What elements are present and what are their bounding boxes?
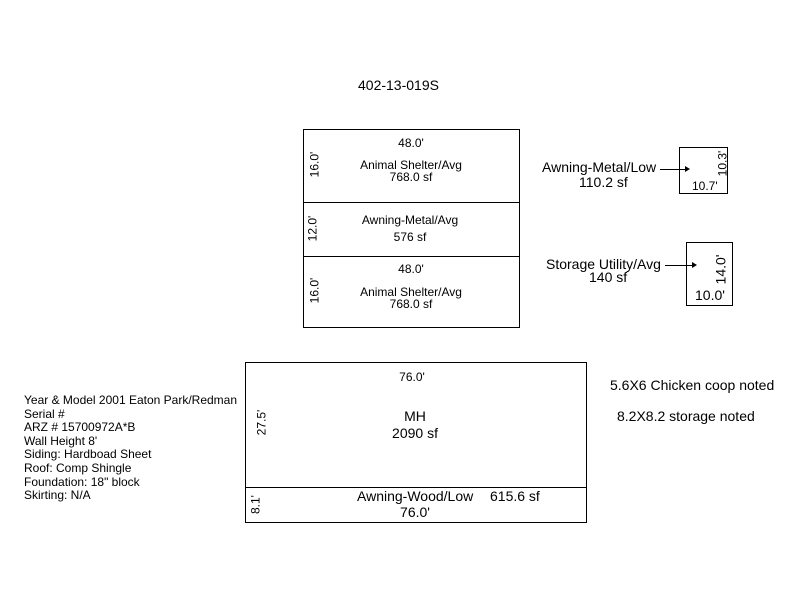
storage-utility-outline xyxy=(686,242,733,306)
awning-wood-width: 76.0' xyxy=(400,504,430,520)
animal-shelter-top-width: 48.0' xyxy=(398,136,424,150)
awning-low-width: 10.7' xyxy=(692,179,718,193)
mh-depth: 27.5' xyxy=(254,409,269,436)
detail-serial: Serial # xyxy=(24,406,65,421)
awning-low-arrow-head xyxy=(685,166,690,172)
awning-low-label: Awning-Metal/Low xyxy=(542,159,657,175)
awning-low-outline xyxy=(679,147,728,194)
animal-shelter-bottom-outline xyxy=(303,256,520,328)
awning-low-depth: 10.3' xyxy=(715,150,730,177)
detail-siding: Siding: Hardboad Sheet xyxy=(24,447,152,462)
animal-shelter-top-area: 768.0 sf xyxy=(389,170,433,184)
storage-utility-depth: 14.0' xyxy=(712,254,729,285)
detail-arz: ARZ # 15700972A*B xyxy=(24,420,136,435)
awning-middle-area: 576 sf xyxy=(393,230,427,244)
storage-utility-arrow-line xyxy=(665,265,692,266)
detail-foundation: Foundation: 18" block xyxy=(24,474,140,489)
animal-shelter-top-depth: 16.0' xyxy=(307,151,322,178)
mh-label: MH xyxy=(404,408,426,424)
animal-shelter-bottom-width: 48.0' xyxy=(398,262,424,276)
awning-wood-outline xyxy=(245,487,587,523)
animal-shelter-bottom-depth: 16.0' xyxy=(307,277,322,304)
animal-shelter-bottom-label: Animal Shelter/Avg xyxy=(360,285,462,299)
awning-low-arrow-line xyxy=(660,169,685,170)
awning-middle-label: Awning-Metal/Avg xyxy=(361,213,459,227)
detail-wall-height: Wall Height 8' xyxy=(24,433,98,448)
parcel-id: 402-13-019S xyxy=(358,77,439,93)
chicken-coop-note: 5.6X6 Chicken coop noted xyxy=(610,377,775,393)
storage-utility-width: 10.0' xyxy=(695,287,725,303)
awning-middle-depth: 12.0' xyxy=(305,215,320,242)
animal-shelter-bottom-area: 768.0 sf xyxy=(389,297,433,311)
awning-wood-area: 615.6 sf xyxy=(490,488,540,504)
animal-shelter-top-label: Animal Shelter/Avg xyxy=(360,158,462,172)
property-details: Year & Model 2001 Eaton Park/Redman Seri… xyxy=(24,393,238,503)
awning-low-area: 110.2 sf xyxy=(579,174,628,190)
storage-utility-arrow-head xyxy=(692,262,697,268)
storage-note: 8.2X8.2 storage noted xyxy=(617,408,755,424)
awning-wood-label: Awning-Wood/Low xyxy=(357,488,474,504)
awning-wood-depth: 8.1' xyxy=(248,495,263,514)
detail-skirting: Skirting: N/A xyxy=(24,488,91,503)
detail-year-model: Year & Model 2001 Eaton Park/Redman xyxy=(24,393,238,407)
storage-utility-area: 140 sf xyxy=(589,269,628,285)
detail-roof: Roof: Comp Shingle xyxy=(24,460,132,475)
mh-area: 2090 sf xyxy=(392,425,438,441)
storage-utility-label: Storage Utility/Avg xyxy=(546,256,661,272)
mh-width: 76.0' xyxy=(399,370,425,384)
